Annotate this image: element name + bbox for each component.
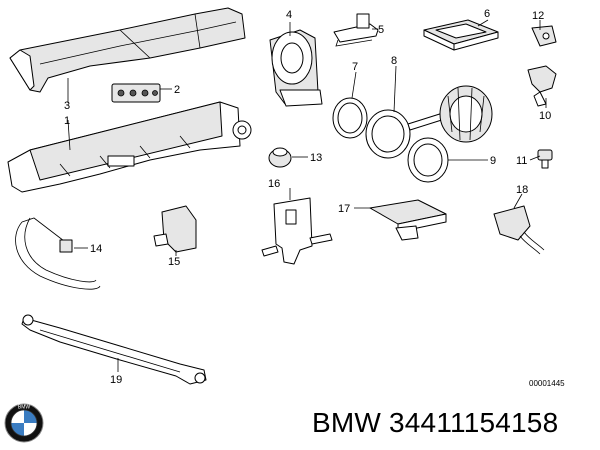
callout-13: 13 <box>310 152 322 164</box>
part-9-knob <box>407 85 493 183</box>
callout-8: 8 <box>391 55 397 67</box>
bmw-roundel-icon: BMW <box>4 403 44 443</box>
callout-4: 4 <box>286 9 292 21</box>
part-5-bracket <box>333 13 379 47</box>
part-17-relay-plate <box>369 199 447 241</box>
part-15-holder <box>153 205 197 253</box>
part-2-connector <box>111 83 161 103</box>
part-3-upper-cover <box>9 7 246 93</box>
callout-15: 15 <box>168 256 180 268</box>
part-1-lower-tray <box>7 101 252 193</box>
callout-2: 2 <box>174 84 180 96</box>
part-14-cable-tie <box>15 217 101 290</box>
part-11-plug <box>537 149 553 169</box>
diagram-reference-number: 00001445 <box>529 379 565 388</box>
callout-12: 12 <box>532 10 544 22</box>
part-13-grommet <box>268 147 292 168</box>
part-8-retaining-ring <box>365 109 449 159</box>
part-16-mounting-bracket <box>261 197 333 265</box>
callout-9: 9 <box>490 155 496 167</box>
part-6-frame <box>423 19 499 51</box>
part-18-sensor <box>493 205 545 255</box>
callout-7: 7 <box>352 61 358 73</box>
part-10-socket <box>527 65 557 107</box>
callout-5: 5 <box>378 24 384 36</box>
callout-16: 16 <box>268 178 280 190</box>
part-4-housing <box>269 29 323 107</box>
bmw-logo-letters: BMW <box>18 405 31 411</box>
part-7-ring <box>332 97 368 139</box>
part-number-caption: BMW 34411154158 <box>312 407 559 438</box>
callout-6: 6 <box>484 8 490 20</box>
callout-17: 17 <box>338 203 350 215</box>
callout-14: 14 <box>90 243 102 255</box>
callout-11: 11 <box>516 155 527 167</box>
part-19-strap <box>21 314 207 385</box>
leader-lines <box>67 19 547 372</box>
callout-3: 3 <box>64 100 70 112</box>
callout-1: 1 <box>64 115 70 127</box>
callout-10: 10 <box>539 110 551 122</box>
callout-18: 18 <box>516 184 528 196</box>
part-12-clip <box>531 25 557 47</box>
callout-19: 19 <box>110 374 122 386</box>
callout-labels: 1 2 3 4 5 6 7 8 9 10 11 12 13 14 15 16 1… <box>64 8 551 386</box>
